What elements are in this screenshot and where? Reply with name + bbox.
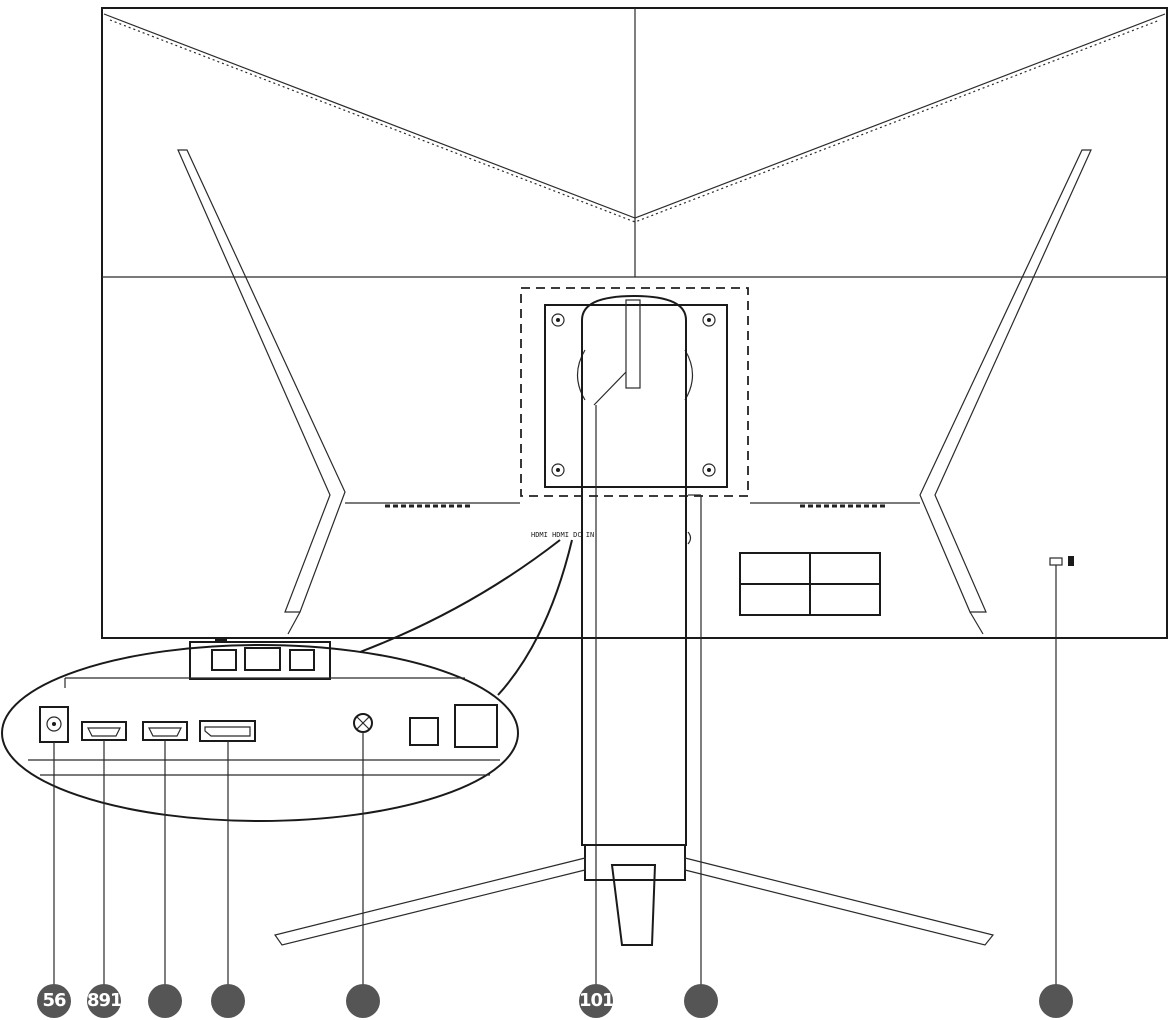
stand-base	[274, 844, 995, 946]
callout-6: 101	[579, 984, 613, 1018]
port-zoom-callout	[1, 539, 573, 822]
callout-2: 8917	[87, 984, 121, 1018]
rear-ports	[39, 704, 498, 748]
usb-port-large	[454, 704, 498, 748]
port-label-text: HDMI HDMI DC IN	[531, 531, 595, 539]
callout-8	[1039, 984, 1073, 1018]
callout-4	[211, 984, 245, 1018]
callout-leader-lines	[53, 732, 364, 985]
stand-neck	[581, 294, 702, 1000]
bottom-port-block	[189, 638, 331, 680]
hdmi-port-1	[81, 721, 127, 741]
displayport-port	[199, 720, 256, 742]
vent-grille	[739, 552, 881, 616]
kensington-lock-slot	[1049, 556, 1074, 1000]
callout-5	[346, 984, 380, 1018]
callout-3	[148, 984, 182, 1018]
callout-1: 56	[37, 984, 71, 1018]
cover-seam	[345, 502, 920, 508]
callout-7	[684, 984, 718, 1018]
right-decorative-fin	[919, 149, 1092, 635]
usb-port-small	[409, 717, 439, 746]
hdmi-port-2	[142, 721, 188, 741]
vesa-mount-area	[520, 287, 749, 497]
monitor-back-panel	[101, 7, 1168, 639]
left-decorative-fin	[177, 149, 346, 635]
